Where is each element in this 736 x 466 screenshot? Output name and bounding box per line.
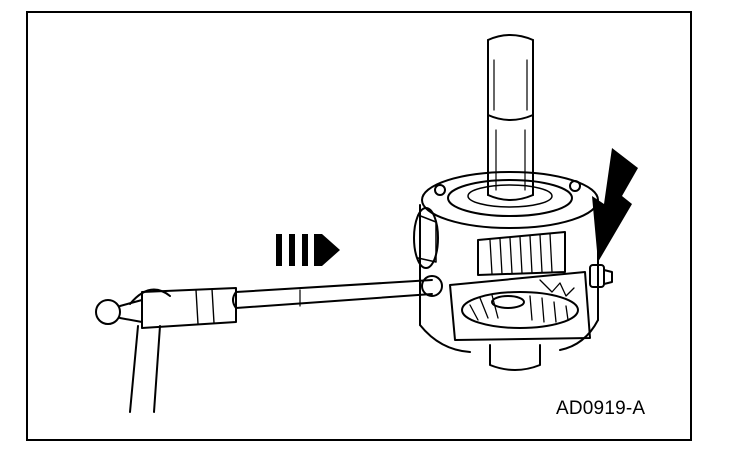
drive-shaft bbox=[487, 34, 534, 201]
side-gear-teeth bbox=[489, 233, 553, 275]
hammer bbox=[95, 287, 237, 413]
pin-punch bbox=[232, 279, 433, 309]
pinion-gear-teeth bbox=[469, 279, 575, 323]
differential-case bbox=[413, 171, 613, 371]
figure-id-label: AD0919-A bbox=[556, 398, 646, 419]
figure-frame bbox=[26, 11, 692, 441]
indicator-arrow bbox=[592, 148, 638, 262]
push-direction-arrow bbox=[276, 234, 340, 266]
